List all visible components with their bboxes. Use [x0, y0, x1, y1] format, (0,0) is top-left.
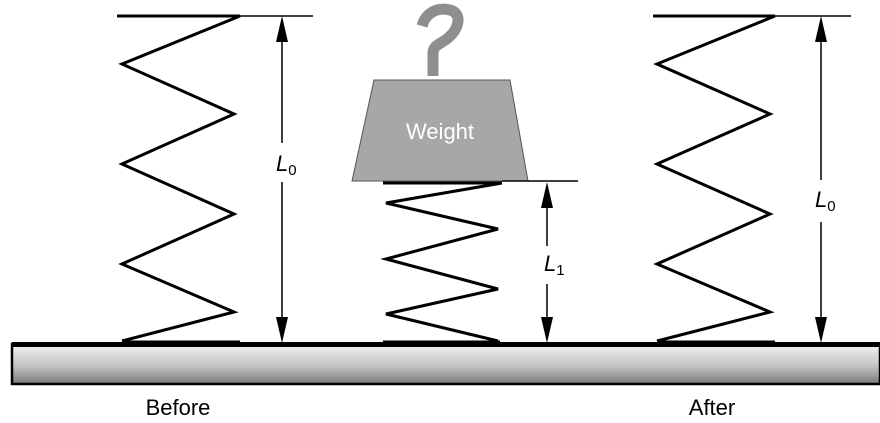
spring-compressed — [380, 181, 503, 344]
weight-label: Weight — [406, 119, 474, 144]
dimension-l1: L1 — [502, 180, 578, 343]
ground-base — [10, 342, 880, 386]
label-l0-before: L0 — [276, 151, 297, 179]
label-l0-after: L0 — [815, 187, 836, 215]
dimension-l0-before: L0 — [240, 15, 313, 343]
dimension-l0-after: L0 — [775, 15, 851, 343]
weight: Weight — [351, 3, 529, 182]
spring-before — [117, 14, 241, 344]
label-l1: L1 — [544, 251, 565, 279]
spring-after — [653, 14, 776, 344]
caption-before: Before — [146, 395, 211, 420]
caption-after: After — [689, 395, 735, 420]
hook-icon — [416, 3, 464, 76]
